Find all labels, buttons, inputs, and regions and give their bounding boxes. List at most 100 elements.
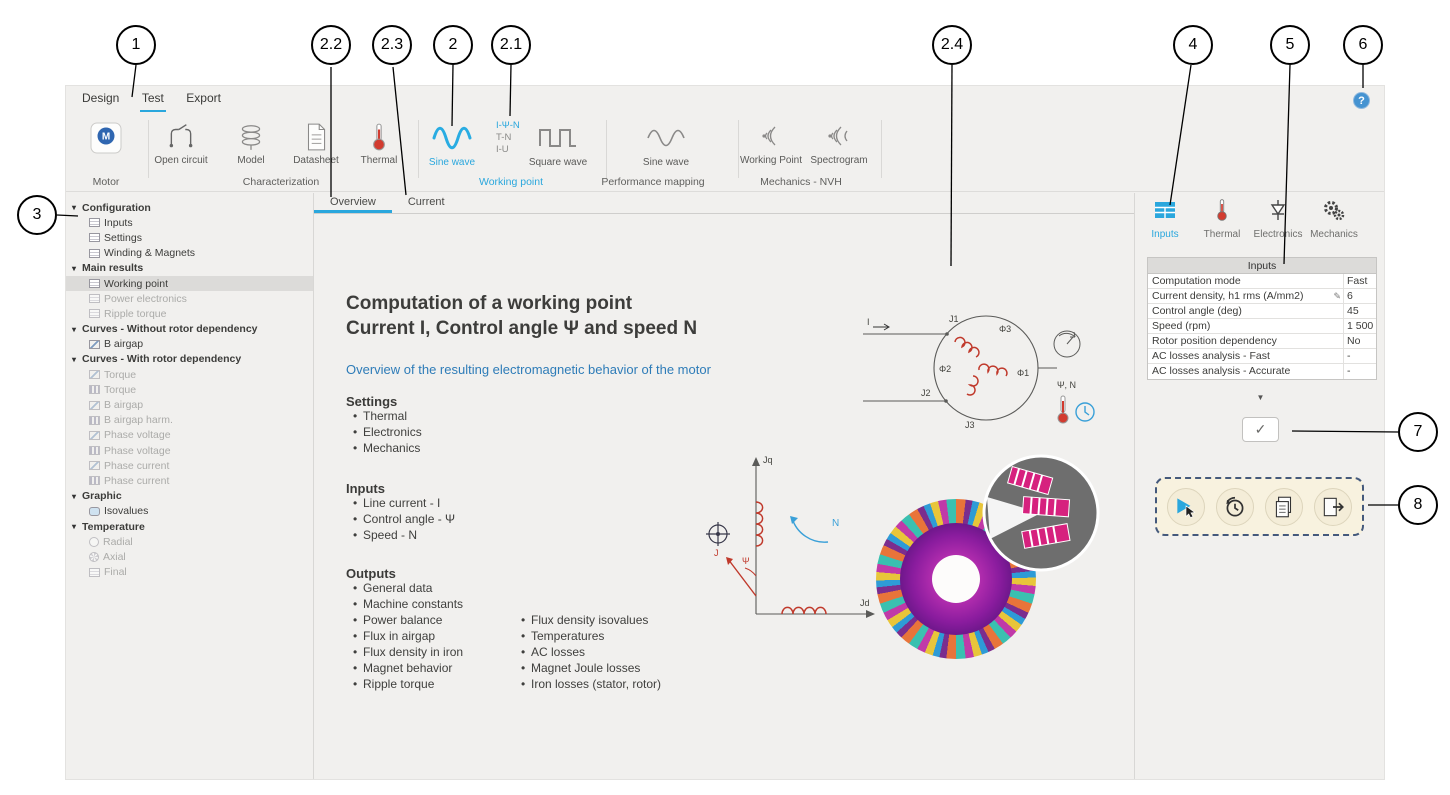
motor-button[interactable]: M [75, 122, 137, 154]
tree-item-icon [89, 536, 99, 547]
square-wave-button[interactable]: Square wave [527, 122, 589, 168]
tree-item-label: Radial [103, 535, 133, 548]
bullet-item: Iron losses (stator, rotor) [518, 676, 661, 692]
panel-tab-thermal[interactable]: Thermal [1194, 198, 1250, 240]
table-row[interactable]: Control angle (deg) 45 [1148, 304, 1376, 319]
table-row[interactable]: Speed (rpm) 1 500 [1148, 319, 1376, 334]
tree-row: Axial [66, 549, 313, 564]
input-row-value[interactable]: 1 500 [1347, 320, 1374, 332]
tab-current[interactable]: Current [392, 193, 461, 213]
callout-2-1-label: 2.1 [499, 36, 523, 53]
tree-collapse-icon[interactable] [72, 522, 82, 531]
callout-2-3: 2.3 [372, 25, 412, 65]
callout-1: 1 [116, 25, 156, 65]
tree-row[interactable]: Settings [66, 230, 313, 245]
run-button[interactable] [1166, 487, 1205, 526]
tab-overview-label: Overview [330, 196, 376, 208]
mode-i-psi-n[interactable]: I-Ψ-N [496, 120, 520, 131]
callout-2-4-label: 2.4 [940, 36, 964, 53]
tree-row: Radial [66, 534, 313, 549]
inputs-table-title: Inputs [1148, 258, 1376, 274]
bullet-item: Thermal [350, 408, 422, 424]
svg-text:Ψ: Ψ [742, 556, 750, 566]
tree-row[interactable]: Graphic [66, 489, 313, 504]
tree-row[interactable]: Winding & Magnets [66, 246, 313, 261]
tree-row[interactable]: Working point [66, 275, 313, 292]
tree-item-icon [89, 385, 100, 395]
menu-export[interactable]: Export [186, 91, 221, 105]
tree-item-label: Winding & Magnets [104, 247, 196, 260]
mode-i-u[interactable]: I-U [496, 144, 509, 155]
ribbon-group-performance-label: Performance mapping [601, 176, 705, 188]
table-row[interactable]: Current density, h1 rms (A/mm2) 6 [1148, 289, 1376, 304]
table-row[interactable]: Rotor position dependency No [1148, 334, 1376, 349]
electronics-diode-icon [1270, 200, 1286, 220]
tree-row[interactable]: Inputs [66, 215, 313, 230]
table-row[interactable]: AC losses analysis - Accurate - [1148, 364, 1376, 379]
table-row[interactable]: AC losses analysis - Fast - [1148, 349, 1376, 364]
tree-row[interactable]: Curves - With rotor dependency [66, 352, 313, 367]
tree-collapse-icon[interactable] [72, 355, 82, 364]
svg-text:J: J [714, 548, 719, 558]
table-expand-arrow-icon[interactable] [1135, 387, 1386, 405]
tree-row[interactable]: B airgap [66, 337, 313, 352]
panel-tab-inputs[interactable]: Inputs [1137, 198, 1193, 240]
tree-row[interactable]: Configuration [66, 200, 313, 215]
export-button[interactable] [1314, 487, 1353, 526]
page-subtitle: Overview of the resulting electromagneti… [346, 362, 711, 377]
input-row-value[interactable]: No [1347, 335, 1361, 347]
tree-row[interactable]: Isovalues [66, 504, 313, 519]
tree-row: B airgap harm. [66, 413, 313, 428]
input-row-value[interactable]: 45 [1347, 305, 1359, 317]
ribbon-group-working-point-label: Working point [478, 176, 544, 188]
open-circuit-button[interactable]: Open circuit [150, 122, 212, 166]
panel-tab-electronics[interactable]: Electronics [1250, 198, 1306, 240]
mode-t-n[interactable]: T-N [496, 132, 512, 143]
tab-overview[interactable]: Overview [314, 193, 392, 213]
sine-wave-label: Sine wave [428, 157, 476, 168]
input-row-label: Current density, h1 rms (A/mm2) [1148, 289, 1344, 303]
input-row-value[interactable]: Fast [1347, 275, 1368, 287]
tree-collapse-icon[interactable] [72, 264, 82, 273]
tree-collapse-icon[interactable] [72, 203, 82, 212]
model-button[interactable]: Model [220, 122, 282, 166]
tree-item-label: Curves - With rotor dependency [82, 353, 242, 366]
tree-item-label: B airgap [104, 399, 144, 412]
history-button[interactable] [1215, 487, 1254, 526]
nvh-working-point-button[interactable]: Working Point [736, 122, 806, 166]
validate-check-button[interactable] [1242, 417, 1279, 442]
tree-row[interactable]: Temperature [66, 519, 313, 534]
panel-tab-mechanics[interactable]: Mechanics [1306, 198, 1362, 240]
input-row-value[interactable]: - [1347, 350, 1351, 362]
tree-item-icon [89, 446, 100, 456]
sine-wave-performance-button[interactable]: Sine wave [635, 122, 697, 168]
panel-tab-thermal-label: Thermal [1203, 229, 1241, 240]
dq-axes-diagram: Jq Jd Ψ J N [706, 455, 875, 618]
datasheet-button[interactable]: Datasheet [285, 122, 347, 166]
model-label: Model [237, 155, 265, 166]
thermal-button[interactable]: Thermal [348, 122, 410, 166]
menu-test[interactable]: Test [139, 86, 166, 112]
open-circuit-icon [166, 122, 196, 152]
spectrogram-button[interactable]: Spectrogram [804, 122, 874, 166]
tree-item-label: Inputs [104, 216, 133, 229]
page-title: Computation of a working point Current I… [346, 291, 697, 341]
panel-tab-mechanics-label: Mechanics [1310, 229, 1358, 240]
table-row[interactable]: Computation mode Fast [1148, 274, 1376, 289]
tree-collapse-icon[interactable] [72, 325, 82, 334]
menu-design[interactable]: Design [82, 91, 120, 105]
help-button[interactable]: ? [1353, 92, 1370, 109]
bullet-item: Mechanics [350, 440, 422, 456]
tree-row[interactable]: Main results [66, 261, 313, 276]
svg-text:N: N [832, 518, 839, 529]
callout-7-label: 7 [1413, 423, 1423, 440]
bullet-item: Flux density in iron [350, 644, 463, 660]
tree-row[interactable]: Curves - Without rotor dependency [66, 322, 313, 337]
report-button[interactable] [1265, 487, 1304, 526]
tree-collapse-icon[interactable] [72, 492, 82, 501]
input-row-value[interactable]: 6 [1347, 290, 1353, 302]
input-row-value[interactable]: - [1347, 365, 1351, 377]
sine-wave-working-point-button[interactable]: Sine wave [421, 122, 483, 168]
tree-item-label: B airgap [104, 338, 144, 351]
motor-icon: M [90, 122, 122, 154]
